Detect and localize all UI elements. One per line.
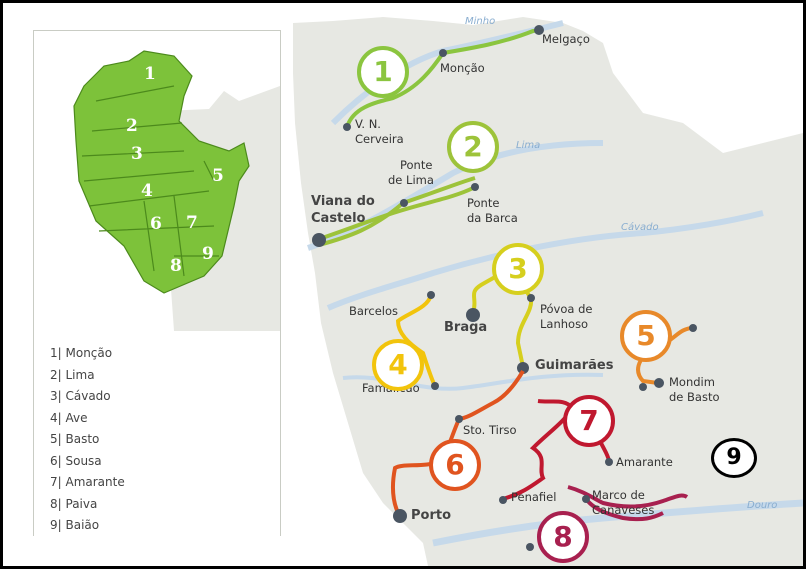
- river-label-cavado: Cávado: [621, 222, 659, 233]
- inset-label-3: 3: [131, 144, 143, 164]
- town-label-mondim-1: Mondim: [669, 375, 715, 389]
- town-label-barcelos: Barcelos: [349, 304, 399, 318]
- town-label-povoa-2: Lanhoso: [540, 317, 589, 331]
- town-label-marco-1: Marco de: [592, 488, 645, 502]
- town-dot: [605, 458, 613, 466]
- town-dot: [534, 25, 544, 35]
- route-badge-5[interactable]: 5: [620, 310, 672, 362]
- town-label-viana-2: Castelo: [311, 211, 366, 226]
- town-label-penafiel: Penafiel: [511, 490, 557, 504]
- town-dot: [466, 308, 480, 322]
- legend-item: 7| Amarante: [50, 475, 125, 489]
- town-label-guimaraes: Guimarães: [535, 358, 614, 373]
- land-area: [293, 17, 803, 566]
- inset-label-7: 7: [186, 213, 198, 233]
- town-dot: [526, 543, 534, 551]
- route-4-line: [395, 294, 437, 387]
- river-label-douro: Douro: [747, 500, 778, 511]
- legend-item: 5| Basto: [50, 432, 100, 446]
- route-badge-2[interactable]: 2: [447, 121, 499, 173]
- town-dot: [393, 509, 407, 523]
- inset-label-1: 1: [144, 64, 156, 84]
- town-label-mondim-2: de Basto: [669, 390, 720, 404]
- inset-label-9: 9: [202, 244, 214, 264]
- town-dot: [517, 362, 529, 374]
- route-badge-4[interactable]: 4: [372, 339, 424, 391]
- town-label-braga: Braga: [444, 320, 488, 335]
- town-dot: [499, 496, 507, 504]
- town-label-vnc-1: V. N.: [355, 117, 381, 131]
- town-dot: [400, 199, 408, 207]
- inset-map-svg: [34, 31, 280, 331]
- legend-item: 9| Baião: [50, 518, 100, 532]
- town-label-amarante: Amarante: [616, 455, 673, 469]
- route-badge-8[interactable]: 8: [537, 511, 589, 563]
- legend-item: 8| Paiva: [50, 496, 98, 511]
- town-label-pontebarca-1: Ponte: [467, 196, 500, 210]
- town-label-pontelima-1: Ponte: [400, 158, 433, 172]
- town-dot: [471, 183, 479, 191]
- legend-item: 4| Ave: [50, 410, 88, 425]
- route-badge-7[interactable]: 7: [563, 395, 615, 447]
- route-1-line: [345, 28, 540, 128]
- town-dot: [689, 324, 697, 332]
- river-label-minho: Minho: [465, 16, 496, 27]
- inset-map: 1 2 3 4 5 6 7 8 9: [33, 30, 281, 332]
- route-badge-6[interactable]: 6: [429, 439, 481, 491]
- route-badge-9[interactable]: 9: [711, 438, 757, 478]
- town-dot: [582, 495, 590, 503]
- legend-item: 1| Monção: [50, 346, 113, 360]
- route-badge-1[interactable]: 1: [357, 46, 409, 98]
- inset-label-6: 6: [150, 214, 162, 234]
- route-legend: 1| Monção 2| Lima 3| Cávado 4| Ave 5| Ba…: [33, 331, 281, 536]
- route-7-line: [502, 399, 576, 501]
- town-label-pontebarca-2: da Barca: [467, 211, 518, 225]
- town-dot: [639, 383, 647, 391]
- inset-label-4: 4: [141, 181, 153, 201]
- town-label-pontelima-2: de Lima: [388, 173, 434, 187]
- river-label-lima: Lima: [516, 140, 541, 151]
- region-map: [293, 17, 803, 566]
- town-dot: [439, 49, 447, 57]
- town-label-melgaco: Melgaço: [542, 32, 590, 46]
- legend-item: 6| Sousa: [50, 453, 102, 468]
- town-label-marco-2: Canaveses: [592, 503, 655, 517]
- town-label-povoa-1: Póvoa de: [540, 302, 593, 316]
- inset-region-area: [73, 50, 250, 294]
- town-dot: [455, 415, 463, 423]
- legend-item: 2| Lima: [50, 367, 95, 382]
- town-dot: [427, 291, 435, 299]
- town-label-stotirso: Sto. Tirso: [463, 423, 517, 437]
- legend-item: 3| Cávado: [50, 389, 111, 403]
- town-label-vnc-2: Cerveira: [355, 132, 404, 146]
- town-dot: [312, 233, 326, 247]
- town-dot: [343, 123, 351, 131]
- route-8-line-b: [584, 497, 664, 522]
- route-8-line: [567, 485, 689, 509]
- river-lima: [307, 140, 604, 251]
- town-label-porto: Porto: [411, 508, 452, 523]
- route-badge-3[interactable]: 3: [492, 243, 544, 295]
- town-label-viana-1: Viana do: [311, 194, 375, 209]
- town-dot: [654, 378, 664, 388]
- river-douro: [432, 499, 803, 547]
- town-label-moncao: Monção: [440, 61, 485, 75]
- town-dot: [527, 294, 535, 302]
- inset-label-2: 2: [126, 116, 138, 136]
- town-dot: [431, 382, 439, 390]
- inset-label-8: 8: [170, 256, 182, 276]
- inset-label-5: 5: [212, 166, 224, 186]
